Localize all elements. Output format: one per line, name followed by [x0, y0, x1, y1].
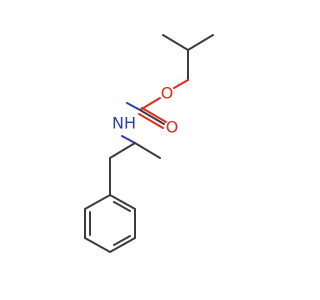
bond-carbonyl-carbon-nitrogen [126, 102, 141, 111]
bond-methyl-left [162, 34, 189, 51]
bond-carbonyl-double-b [141, 107, 167, 123]
bond-methyl-right [187, 34, 214, 51]
bond-ch2-oxygen [173, 79, 189, 89]
carbamate-group [126, 97, 167, 129]
ring-double-bond-1 [113, 201, 131, 212]
ring-double-bond-2 [113, 235, 131, 246]
nitrogen-label: NH [112, 114, 136, 133]
amino-propyl-chain [109, 135, 161, 196]
molecule-structure-diagram: O O NH [84, 34, 214, 254]
ring-outline [84, 193, 136, 254]
bond-carbonyl-carbon-to-o [139, 109, 165, 125]
bond-ch-ch2 [109, 142, 136, 159]
bond-ch-methyl [134, 142, 161, 159]
bond-nitrogen-ch [121, 135, 136, 144]
bond-carbonyl-double-a [138, 113, 164, 129]
oxygen-carbonyl-label: O [166, 118, 179, 137]
oxygen-ester-label: O [161, 84, 174, 103]
benzene-ring [84, 193, 136, 254]
isobutyl-group [162, 34, 214, 89]
